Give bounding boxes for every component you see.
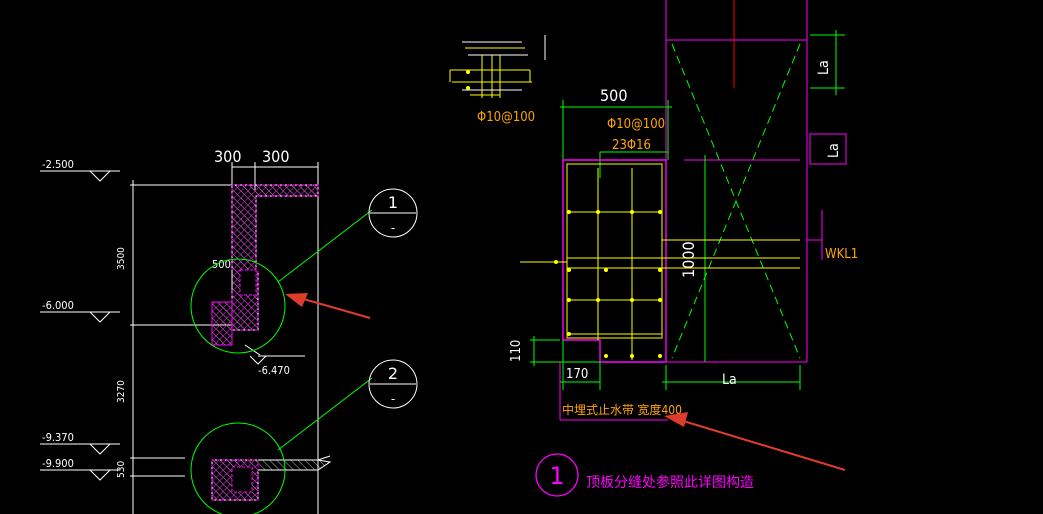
waterstop-note: 中埋式止水带 宽度400 (562, 402, 682, 417)
dim-top-left: 300 (214, 147, 241, 166)
main-bars-label: 23Φ16 (612, 138, 651, 153)
vertical-dim-530: 530 (116, 461, 127, 478)
callout-bubble-1 (368, 188, 418, 238)
width-dim: 500 (600, 86, 627, 105)
detail-title: 顶板分缝处参照此详图构造 (586, 474, 754, 491)
anchor-label-mid: La (826, 143, 842, 158)
rebar-dots (554, 210, 662, 358)
stirrup-label: Φ10@100 (607, 117, 665, 132)
svg-text:-9.900: -9.900 (42, 457, 74, 470)
notch-width-dim: 170 (566, 367, 588, 382)
rebar-detail-icon (449, 35, 546, 98)
vertical-dim-3270: 3270 (116, 380, 127, 403)
beam-label: WKL1 (825, 247, 858, 262)
elevation-mark: -9.900 (40, 457, 185, 481)
callout-sub-2: - (391, 392, 395, 406)
notch-height-dim: 110 (509, 340, 524, 362)
elevation-mark: -2.500 (40, 158, 232, 186)
dim-top-right: 300 (262, 147, 289, 166)
rebar-grid (520, 168, 800, 360)
bottom-elevation: -6.470 (258, 364, 290, 377)
detail-circle-1 (190, 258, 286, 354)
elevation-mark: -6.000 (40, 299, 232, 326)
detail-number: 1 (549, 462, 564, 490)
vertical-dim-3500: 3500 (116, 247, 127, 270)
column-cross (671, 43, 801, 359)
inner-dim: 500 (212, 258, 231, 271)
detail-number-circle (535, 453, 579, 497)
callout-number-2: 2 (388, 364, 398, 383)
svg-text:-9.370: -9.370 (42, 431, 74, 444)
elevation-mark: -9.370 (40, 431, 185, 459)
callout-bubble-2 (368, 359, 418, 409)
anchor-label-bottom: La (722, 372, 737, 388)
callout-sub-1: - (391, 221, 395, 235)
svg-text:-2.500: -2.500 (42, 158, 74, 171)
height-dim: 1000 (679, 241, 698, 278)
left-section: 300 300 -2.500 -6.000 -9.370 -9.900 (40, 147, 418, 514)
anchor-label-top: La (816, 60, 832, 75)
detail-circle-2 (190, 422, 286, 514)
svg-text:-6.000: -6.000 (42, 299, 74, 312)
right-section: Φ10@100 500 Φ10@100 23Φ16 1000 La La (449, 0, 858, 497)
top-rebar-label: Φ10@100 (477, 110, 535, 125)
callout-number-1: 1 (388, 193, 398, 212)
